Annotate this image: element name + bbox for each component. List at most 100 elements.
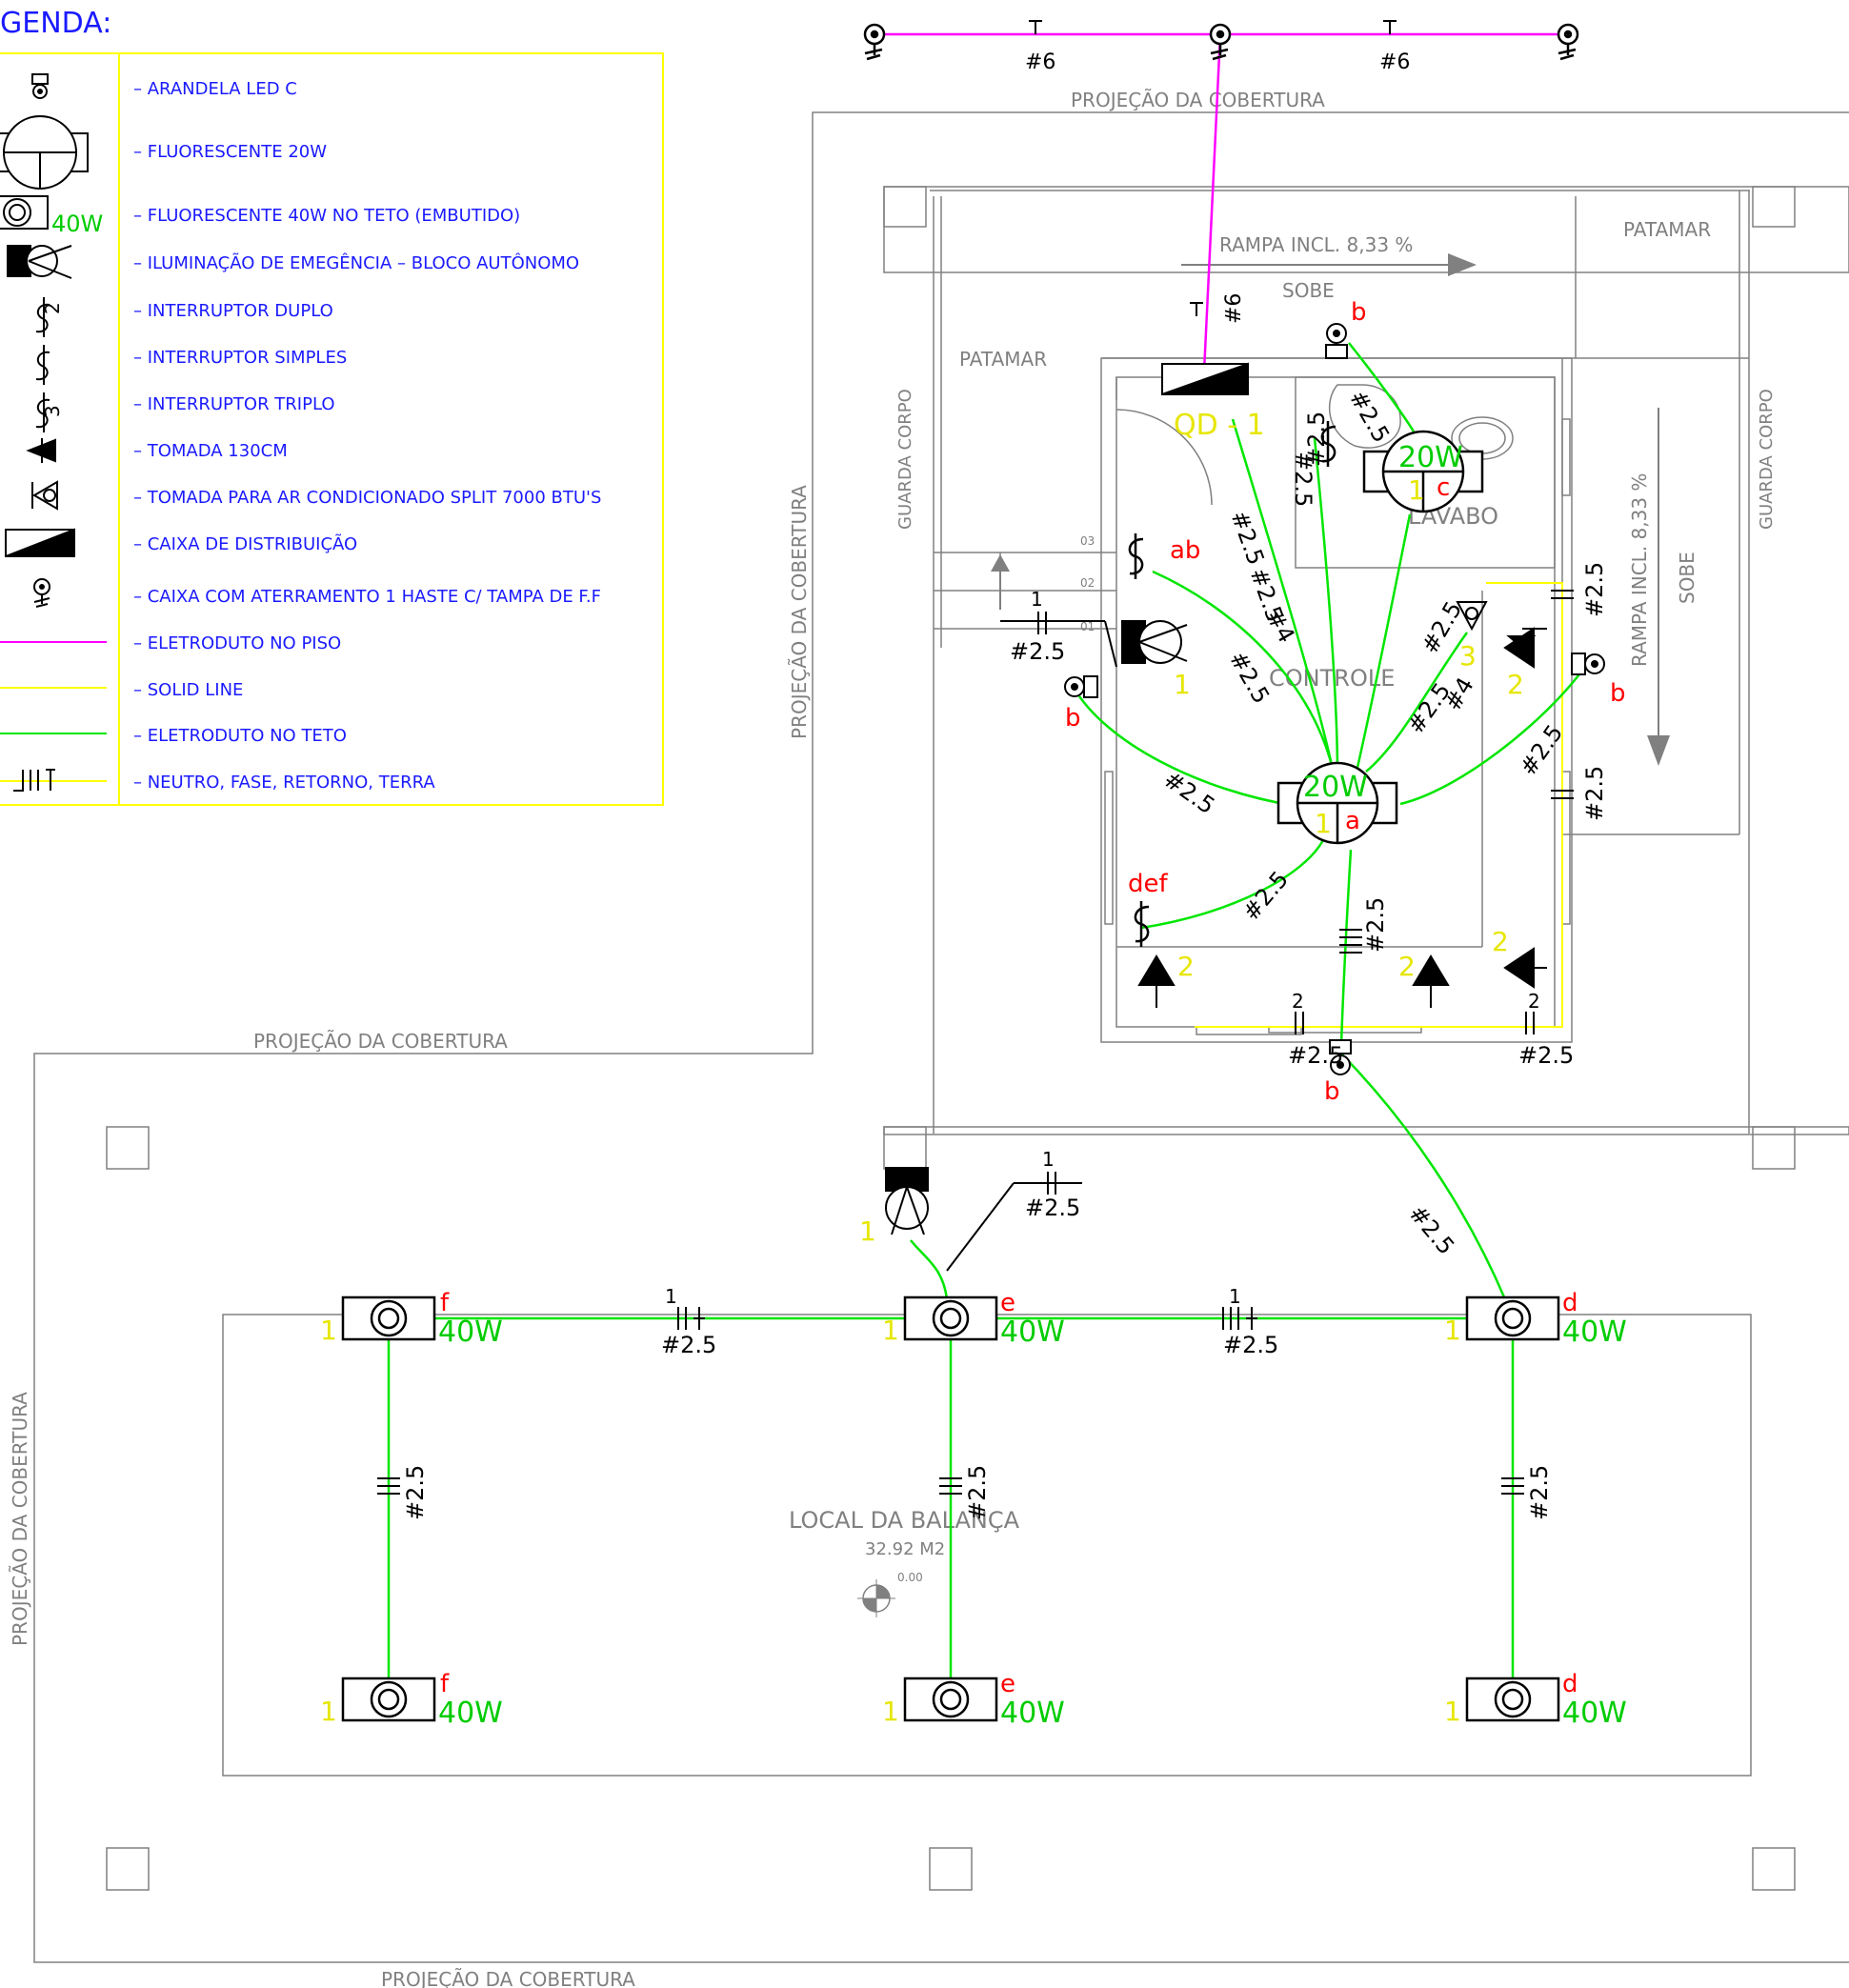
ac-outlet-icon (1456, 601, 1488, 632)
legend-item-tomada: – TOMADA 130CM (133, 441, 288, 461)
circuit-num-3: 3 (1459, 640, 1477, 672)
double-switch-icon: 2 (35, 297, 64, 337)
outlet-2-icon (1503, 947, 1547, 989)
wire-diag-3: #2.5 (1403, 1200, 1459, 1260)
wire-diag-1: #2.5 (1159, 766, 1220, 819)
level-marker-icon (857, 1579, 895, 1617)
fluorescent-40w-icon (0, 195, 49, 230)
cond-label-1ef: 1 (1229, 1285, 1241, 1308)
legend-item-eletroduto-teto: – ELETRODUTO NO TETO (133, 726, 347, 746)
distribution-box-qd1-icon (1161, 362, 1249, 395)
circuit-d2: d (1562, 1670, 1578, 1698)
circuit-annotations: a c ab def b b b b f f e e d d 1 1 1 1 1… (320, 298, 1626, 1727)
cond-label-2a: 2 (1292, 990, 1304, 1013)
circuit-num-1g: 1 (1444, 1315, 1461, 1346)
fluorescent-40w-f1-icon (341, 1295, 436, 1341)
circuit-b1: b (1065, 704, 1081, 733)
fluorescent-20w-lavabo-icon (1362, 430, 1484, 513)
label-patamar-left: PATAMAR (959, 348, 1047, 371)
wire-diag-2: #2.5 (1237, 866, 1294, 926)
wire-diag-9: #2.5 (1224, 647, 1275, 708)
fixture-power-labels: 40W 40W 40W 40W 40W 40W (438, 1315, 1627, 1730)
legend-item-arandela: – ARANDELA LED C (133, 79, 297, 99)
label-rampa-top: RAMPA INCL. 8,33 % (1219, 233, 1413, 256)
cond-label-1f: 1 (665, 1285, 677, 1308)
top-wire-labels: #6 #6 #6 (1025, 20, 1410, 324)
label-40w-d2: 40W (1562, 1697, 1627, 1730)
emergency-light-controle-icon (1121, 620, 1188, 664)
circuit-num-1i: 1 (882, 1696, 899, 1727)
label-rampa-right: RAMPA INCL. 8,33 % (1628, 473, 1651, 667)
wire-balanca-3: #2.5 (1025, 1195, 1080, 1221)
emergency-light-icon (7, 245, 72, 279)
label-guarda-corpo-right: GUARDA CORPO (1757, 389, 1777, 530)
wire-diag-5: #2.5 (1515, 720, 1568, 781)
legend-item-int-duplo: – INTERRUPTOR DUPLO (133, 301, 333, 321)
wire-vertical-e: #2.5 (964, 1465, 991, 1520)
cond-label-2b: 2 (1528, 990, 1540, 1013)
circuit-c: c (1437, 473, 1450, 502)
emergency-light-balanca-icon (885, 1167, 929, 1235)
legend-item-int-triplo: – INTERRUPTOR TRIPLO (133, 394, 335, 414)
label-area: 32.92 M2 (865, 1539, 945, 1559)
circuit-num-1f: 1 (882, 1315, 899, 1346)
wire-vertical-f: #2.5 (402, 1465, 429, 1520)
triple-switch-controle-icon (1134, 901, 1150, 947)
legend-item-caixa-dist: – CAIXA DE DISTRIBUIÇÃO (133, 533, 357, 554)
svg-text:2: 2 (41, 302, 64, 314)
legend: GENDA: – ARANDELA LED C – FLUORESCENTE 2… (0, 7, 664, 806)
legend-item-fluor-40: – FLUORESCENTE 40W NO TETO (EMBUTIDO) (133, 206, 520, 226)
label-qd1: QD - 1 (1174, 409, 1265, 442)
fluorescent-40w-fixtures (341, 1295, 1560, 1722)
circuit-f1: f (440, 1289, 450, 1317)
arandela-controle-left-icon (1064, 675, 1098, 698)
legend-conductor-marks (0, 769, 107, 792)
legend-item-emergencia: – ILUMINAÇÃO DE EMEGÊNCIA – BLOCO AUTÔNO… (133, 252, 579, 273)
circuit-num-1h: 1 (320, 1696, 337, 1727)
label-sobe-top: SOBE (1282, 279, 1335, 302)
conductor-ticks (377, 590, 1574, 1495)
legend-item-tomada-ar: – TOMADA PARA AR CONDICIONADO SPLIT 7000… (133, 488, 601, 508)
ground-box-top-right-icon (1557, 23, 1579, 61)
wire-diag-lavabo: #2.5 (1303, 412, 1330, 467)
circuit-num-2a: 2 (1507, 669, 1524, 700)
outlet-1-icon (1503, 627, 1547, 669)
label-40w-e1: 40W (1000, 1315, 1065, 1349)
outlet-4-icon (1412, 954, 1450, 1008)
ramp-arrows (991, 253, 1670, 766)
label-projecao-vertical-1: PROJEÇÃO DA COBERTURA (788, 485, 811, 739)
wire-top-left-label: #6 (1025, 50, 1055, 74)
ground-box-icon (33, 578, 50, 608)
wire-vertical-d: #2.5 (1526, 1465, 1553, 1520)
label-40w-f1: 40W (438, 1315, 503, 1349)
wire-top-right-label: #6 (1379, 50, 1410, 74)
fluorescent-40w-d2-icon (1465, 1677, 1560, 1722)
label-step-01: 01 (1080, 620, 1095, 633)
label-guarda-corpo-left: GUARDA CORPO (895, 389, 915, 530)
circuit-num-1d: 1 (859, 1215, 876, 1247)
wire-balanca-1: #2.5 (661, 1332, 716, 1358)
legend-item-solid-line: – SOLID LINE (133, 680, 243, 700)
ac-outlet-icon (31, 480, 58, 511)
simple-switch-icon (35, 345, 50, 385)
label-sobe-right: SOBE (1676, 552, 1698, 604)
fluorescent-20w-icon (0, 115, 89, 190)
legend-item-int-simples: – INTERRUPTOR SIMPLES (133, 348, 347, 368)
label-40w-f2: 40W (438, 1697, 503, 1730)
arandela-icon (31, 73, 49, 99)
circuit-def: def (1128, 870, 1169, 898)
legend-item-eletroduto-piso: – ELETRODUTO NO PISO (133, 633, 341, 653)
wire-diag-11: #2.5 (1290, 452, 1316, 507)
floor-conduit (874, 32, 1568, 372)
label-40w-e2: 40W (1000, 1697, 1065, 1730)
outlet-icon (26, 438, 56, 463)
circuit-e2: e (1000, 1670, 1015, 1698)
label-projecao-mid: PROJEÇÃO DA COBERTURA (253, 1030, 508, 1053)
circuit-num-1c: 1 (1174, 669, 1191, 700)
fluorescent-40w-e2-icon (903, 1677, 998, 1722)
triple-switch-icon: 3 (35, 392, 64, 432)
simple-switch-lavabo-icon (1320, 421, 1337, 467)
fluorescent-40w-d1-icon (1465, 1295, 1560, 1341)
solid-line-yellow (1195, 582, 1563, 1028)
